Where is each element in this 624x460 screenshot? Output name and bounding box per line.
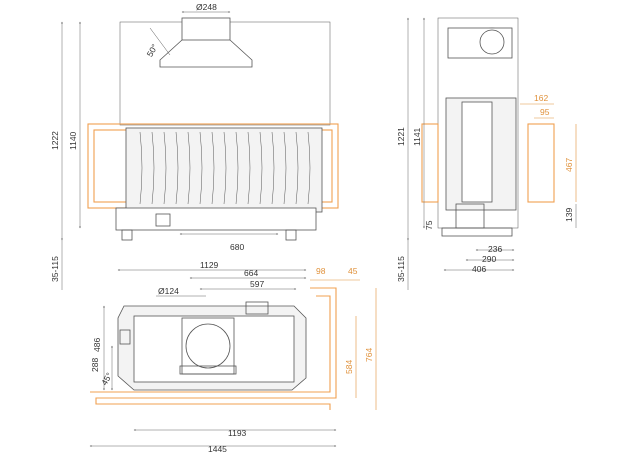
front-base-width: 680 [230, 242, 244, 252]
front-air-box [155, 213, 171, 227]
side-d4: 139 [564, 208, 574, 222]
front-flue-cone [159, 39, 253, 68]
front-firebox [125, 127, 323, 213]
top-width-1445: 1445 [208, 444, 227, 454]
top-orange-depth2: 764 [364, 348, 374, 362]
side-base [441, 227, 513, 237]
top-offset-45: 45 [348, 266, 358, 276]
top-inner-width: 597 [250, 279, 264, 289]
side-w1: 236 [488, 244, 502, 254]
top-view: 1129 664 597 Ø124 98 45 486 288 45° 584 … [89, 260, 377, 454]
top-side-box [119, 329, 131, 345]
side-total-height: 1221 [396, 127, 406, 146]
top-offset-98: 98 [316, 266, 326, 276]
front-flue-diameter: Ø248 [196, 2, 217, 12]
side-d3: 467 [564, 158, 574, 172]
top-mid-width: 664 [244, 268, 258, 278]
front-flue-pipe [181, 17, 231, 41]
front-feet-height: 35-115 [50, 256, 60, 282]
front-total-height: 1222 [50, 131, 60, 150]
side-cladding-left [421, 123, 439, 203]
side-d2: 95 [540, 107, 550, 117]
side-d5: 75 [424, 220, 434, 230]
top-cladding-inner [90, 295, 331, 393]
side-w3: 406 [472, 264, 486, 274]
side-door [461, 101, 493, 203]
side-cladding-right [527, 123, 555, 203]
front-angle-label: 50° [145, 42, 160, 58]
top-body-width: 1129 [200, 260, 219, 270]
top-inner-height: 288 [90, 358, 100, 372]
front-base [115, 207, 317, 231]
top-depth: 486 [92, 338, 102, 352]
front-foot-right [285, 229, 297, 241]
top-door-strip [179, 365, 237, 375]
front-fins [139, 131, 311, 205]
top-flue-diameter: Ø124 [158, 286, 179, 296]
side-body-height: 1141 [412, 127, 422, 146]
top-width-1193: 1193 [228, 428, 247, 438]
top-orange-depth: 584 [344, 360, 354, 374]
side-view: 1221 1141 35-115 75 162 95 467 139 236 2… [396, 17, 577, 290]
front-body-height: 1140 [68, 131, 78, 150]
top-cladding-outline [95, 287, 337, 410]
front-view: Ø248 50° 1222 1140 35-115 680 [50, 2, 339, 290]
side-w2: 290 [482, 254, 496, 264]
side-feet-height: 35-115 [396, 256, 406, 282]
top-air-box [245, 301, 269, 315]
top-flue-circle [185, 323, 231, 369]
front-foot-left [121, 229, 133, 241]
side-d1: 162 [534, 93, 548, 103]
